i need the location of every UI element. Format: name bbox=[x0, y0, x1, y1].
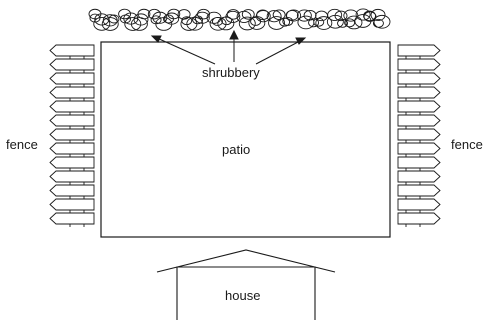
fence-picket bbox=[397, 44, 441, 57]
fence-picket bbox=[397, 114, 441, 127]
shrub bbox=[118, 8, 151, 31]
fence-picket bbox=[397, 58, 441, 71]
fence-picket bbox=[397, 100, 441, 113]
fence-picket bbox=[49, 100, 95, 113]
house bbox=[156, 249, 336, 320]
shrubbery-label: shrubbery bbox=[202, 65, 260, 80]
fence-picket bbox=[397, 72, 441, 85]
shrub bbox=[177, 8, 210, 31]
house-label: house bbox=[225, 288, 261, 303]
fence-picket bbox=[49, 72, 95, 85]
arrow-right bbox=[255, 40, 301, 65]
arrow-left-head bbox=[150, 35, 162, 43]
house-roof bbox=[156, 249, 336, 273]
fence-picket bbox=[49, 44, 95, 57]
patio-area bbox=[100, 41, 391, 238]
shrub bbox=[88, 8, 120, 31]
fence-picket bbox=[49, 114, 95, 127]
shrub bbox=[266, 9, 302, 30]
fence-right bbox=[397, 44, 441, 227]
shrub bbox=[296, 9, 333, 30]
shrubbery-hedge bbox=[88, 8, 391, 31]
fence-picket bbox=[397, 156, 441, 169]
shrub bbox=[206, 9, 241, 31]
shrub bbox=[354, 8, 391, 29]
fence-left bbox=[49, 44, 95, 227]
fence-picket bbox=[397, 128, 441, 141]
fence-picket bbox=[49, 142, 95, 155]
arrow-middle-head bbox=[229, 29, 239, 40]
fence-picket bbox=[49, 128, 95, 141]
fence-right-label: fence bbox=[451, 137, 483, 152]
fence-picket bbox=[49, 58, 95, 71]
fence-picket bbox=[49, 170, 95, 183]
shrubbery-arrows bbox=[150, 29, 307, 65]
fence-picket bbox=[397, 184, 441, 197]
house-walls bbox=[176, 266, 316, 320]
fence-picket bbox=[49, 86, 95, 99]
fence-picket bbox=[49, 156, 95, 169]
patio-label: patio bbox=[222, 142, 251, 157]
fence-picket bbox=[49, 198, 95, 211]
fence-picket bbox=[397, 86, 441, 99]
fence-picket bbox=[397, 170, 441, 183]
fence-picket bbox=[397, 198, 441, 211]
fence-left-label: fence bbox=[6, 137, 38, 152]
fence-picket bbox=[397, 142, 441, 155]
fence-picket bbox=[49, 184, 95, 197]
shrub bbox=[147, 8, 181, 31]
fence-picket bbox=[49, 212, 95, 225]
fence-picket bbox=[397, 212, 441, 225]
shrub bbox=[236, 9, 271, 31]
arrow-right-head bbox=[295, 37, 307, 45]
shrub bbox=[326, 8, 363, 30]
